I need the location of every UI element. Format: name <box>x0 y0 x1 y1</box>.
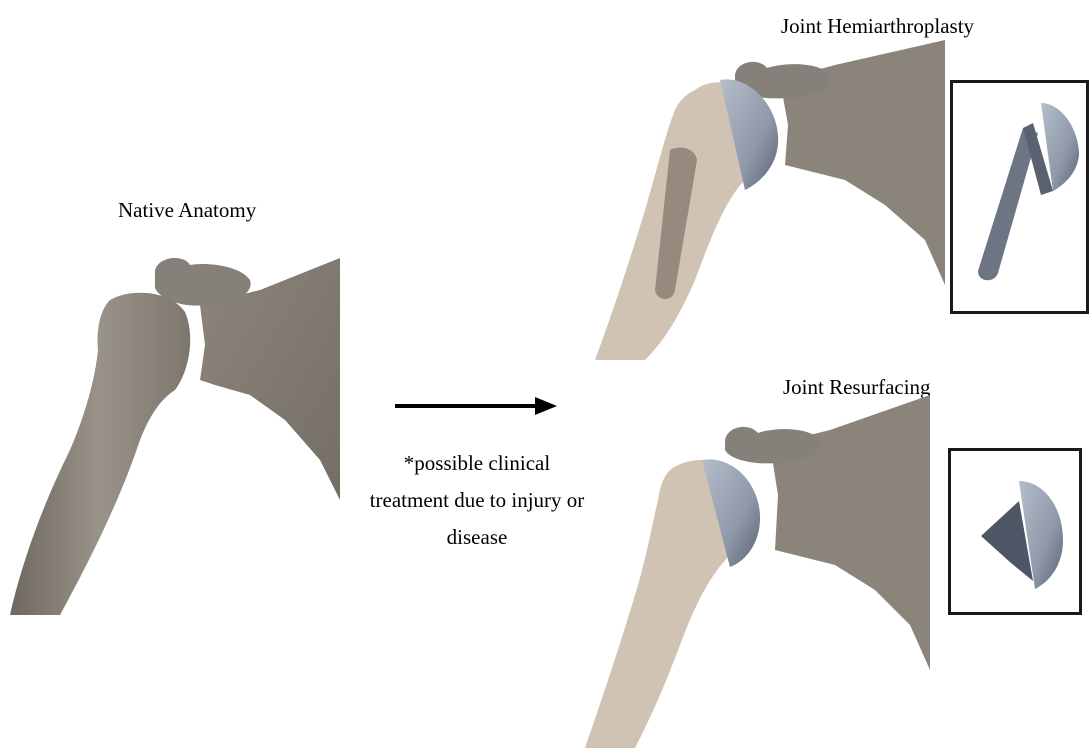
humerus-shape <box>10 293 190 615</box>
resurfacing-illustration <box>580 395 940 748</box>
note-line-2: treatment due to injury or <box>336 490 618 511</box>
hemiarthroplasty-label: Joint Hemiarthroplasty <box>781 16 974 37</box>
treatment-note: *possible clinical treatment due to inju… <box>336 453 618 564</box>
implant-stem-shape <box>978 128 1038 280</box>
hemiarthroplasty-implant-inset <box>950 80 1089 314</box>
hemiarthroplasty-illustration <box>585 40 945 360</box>
native-shoulder-illustration <box>0 250 340 615</box>
acromion-shape <box>155 258 251 306</box>
arrow-icon <box>395 394 557 418</box>
native-anatomy-label: Native Anatomy <box>118 200 256 221</box>
note-line-1: *possible clinical <box>336 453 618 474</box>
resurfacing-implant-inset <box>948 448 1082 615</box>
note-line-3: disease <box>336 527 618 548</box>
